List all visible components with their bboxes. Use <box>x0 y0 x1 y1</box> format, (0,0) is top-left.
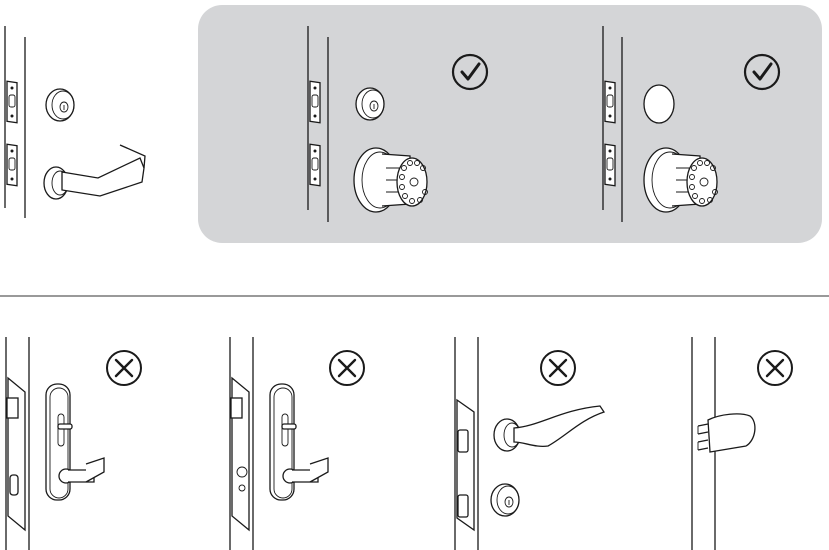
curved-lever-handle <box>493 405 606 452</box>
blank-cover-plate <box>643 84 675 124</box>
strike-plate-upper <box>604 80 616 124</box>
strike-plate-lower <box>604 143 616 187</box>
incompatible-option-3 <box>454 337 606 550</box>
x-circle-icon <box>105 349 143 387</box>
strike-plate-upper <box>6 80 18 124</box>
compatible-option-2 <box>602 26 781 222</box>
deadbolt <box>490 483 520 517</box>
deadbolt <box>45 88 75 122</box>
strike-plate-upper <box>309 80 321 124</box>
lever-handle <box>43 144 146 200</box>
deadbolt <box>355 87 385 121</box>
edge-pull-handle <box>697 413 756 453</box>
incompatible-option-1 <box>5 337 143 550</box>
mortise-lever-trim <box>45 383 105 501</box>
incompatible-option-4 <box>691 337 794 550</box>
x-circle-icon <box>756 349 794 387</box>
x-circle-icon <box>539 349 577 387</box>
x-circle-icon <box>328 349 366 387</box>
current-setup-illustration <box>4 26 146 218</box>
incompatible-option-2 <box>229 337 366 550</box>
strike-plate-lower <box>6 143 18 187</box>
compatible-panel <box>198 5 822 243</box>
mortise-lever-trim <box>269 383 329 501</box>
strike-plate-lower <box>309 143 321 187</box>
compatible-option-1 <box>307 26 489 222</box>
